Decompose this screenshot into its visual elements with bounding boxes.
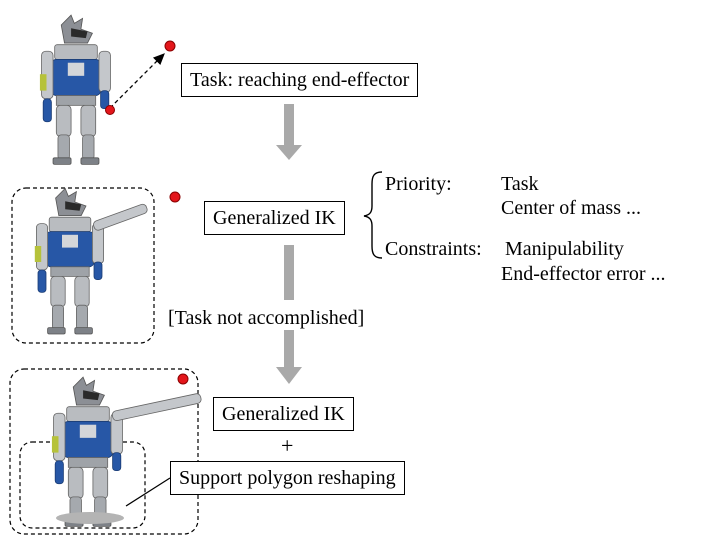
end-effector-point [105,105,115,115]
priority-item-task: Task [501,173,539,195]
robot-figure-1 [39,14,111,165]
priority-label: Priority: [385,173,452,195]
priority-item-com: Center of mass ... [501,197,641,219]
target-point-1 [164,40,176,52]
constraint-item-manipulability: Manipulability [505,238,624,260]
flow-arrows [276,104,302,384]
robot-figure-2 [34,187,148,335]
generalized-ik-box-2: Generalized IK [213,397,354,431]
brace-icon [363,171,383,259]
dashed-frame-2 [11,187,155,344]
dashed-frame-3-outer [9,368,199,535]
constraints-label: Constraints: [385,238,482,260]
support-polygon [56,512,124,524]
robot-figure-3 [51,376,202,527]
target-point-3 [177,373,189,385]
plus-sign: + [281,433,294,458]
support-connector [125,477,171,507]
target-point-2 [169,191,181,203]
task-box: Task: reaching end-effector [181,63,419,97]
reach-arrow [109,53,165,109]
generalized-ik-box-1: Generalized IK [204,201,345,235]
condition-label: [Task not accomplished] [168,307,365,329]
constraint-item-ee-error: End-effector error ... [501,263,666,285]
support-polygon-box: Support polygon reshaping [170,461,405,495]
